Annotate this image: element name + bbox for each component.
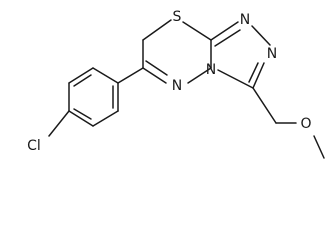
bond: [92, 67, 119, 84]
bond: [142, 19, 172, 41]
bond: [187, 67, 212, 84]
double-bond-inner: [248, 62, 259, 83]
bond: [313, 135, 325, 159]
bond: [92, 110, 119, 127]
bond: [68, 110, 94, 127]
bond: [217, 69, 254, 89]
atom-label-cl: Cl: [27, 138, 41, 154]
atom-label-s: S: [173, 9, 182, 25]
bond: [68, 67, 94, 84]
double-bond-inner: [214, 29, 241, 47]
double-bond-inner: [145, 60, 168, 76]
atom-label-o: O: [300, 116, 311, 132]
atom-label-n: N: [206, 62, 216, 78]
bond: [142, 67, 167, 84]
bond: [251, 25, 271, 46]
bond: [252, 87, 277, 124]
bond: [182, 21, 212, 41]
bond-c-cl: [48, 110, 70, 137]
atom-label-n: N: [240, 12, 250, 28]
thiadiazine-ring: [117, 19, 212, 84]
methoxymethyl-chain: [252, 87, 325, 159]
bond: [252, 62, 265, 89]
chemical-structure: S N N N N O Cl: [27, 9, 325, 159]
chlorophenyl-ring: [68, 67, 119, 127]
atom-label-n: N: [267, 46, 277, 62]
triazole-ring: [210, 21, 271, 89]
atom-label-n: N: [172, 78, 182, 94]
bond: [210, 21, 239, 41]
bond: [117, 67, 144, 84]
double-bond-inner: [73, 74, 92, 87]
double-bond-inner: [73, 108, 92, 120]
